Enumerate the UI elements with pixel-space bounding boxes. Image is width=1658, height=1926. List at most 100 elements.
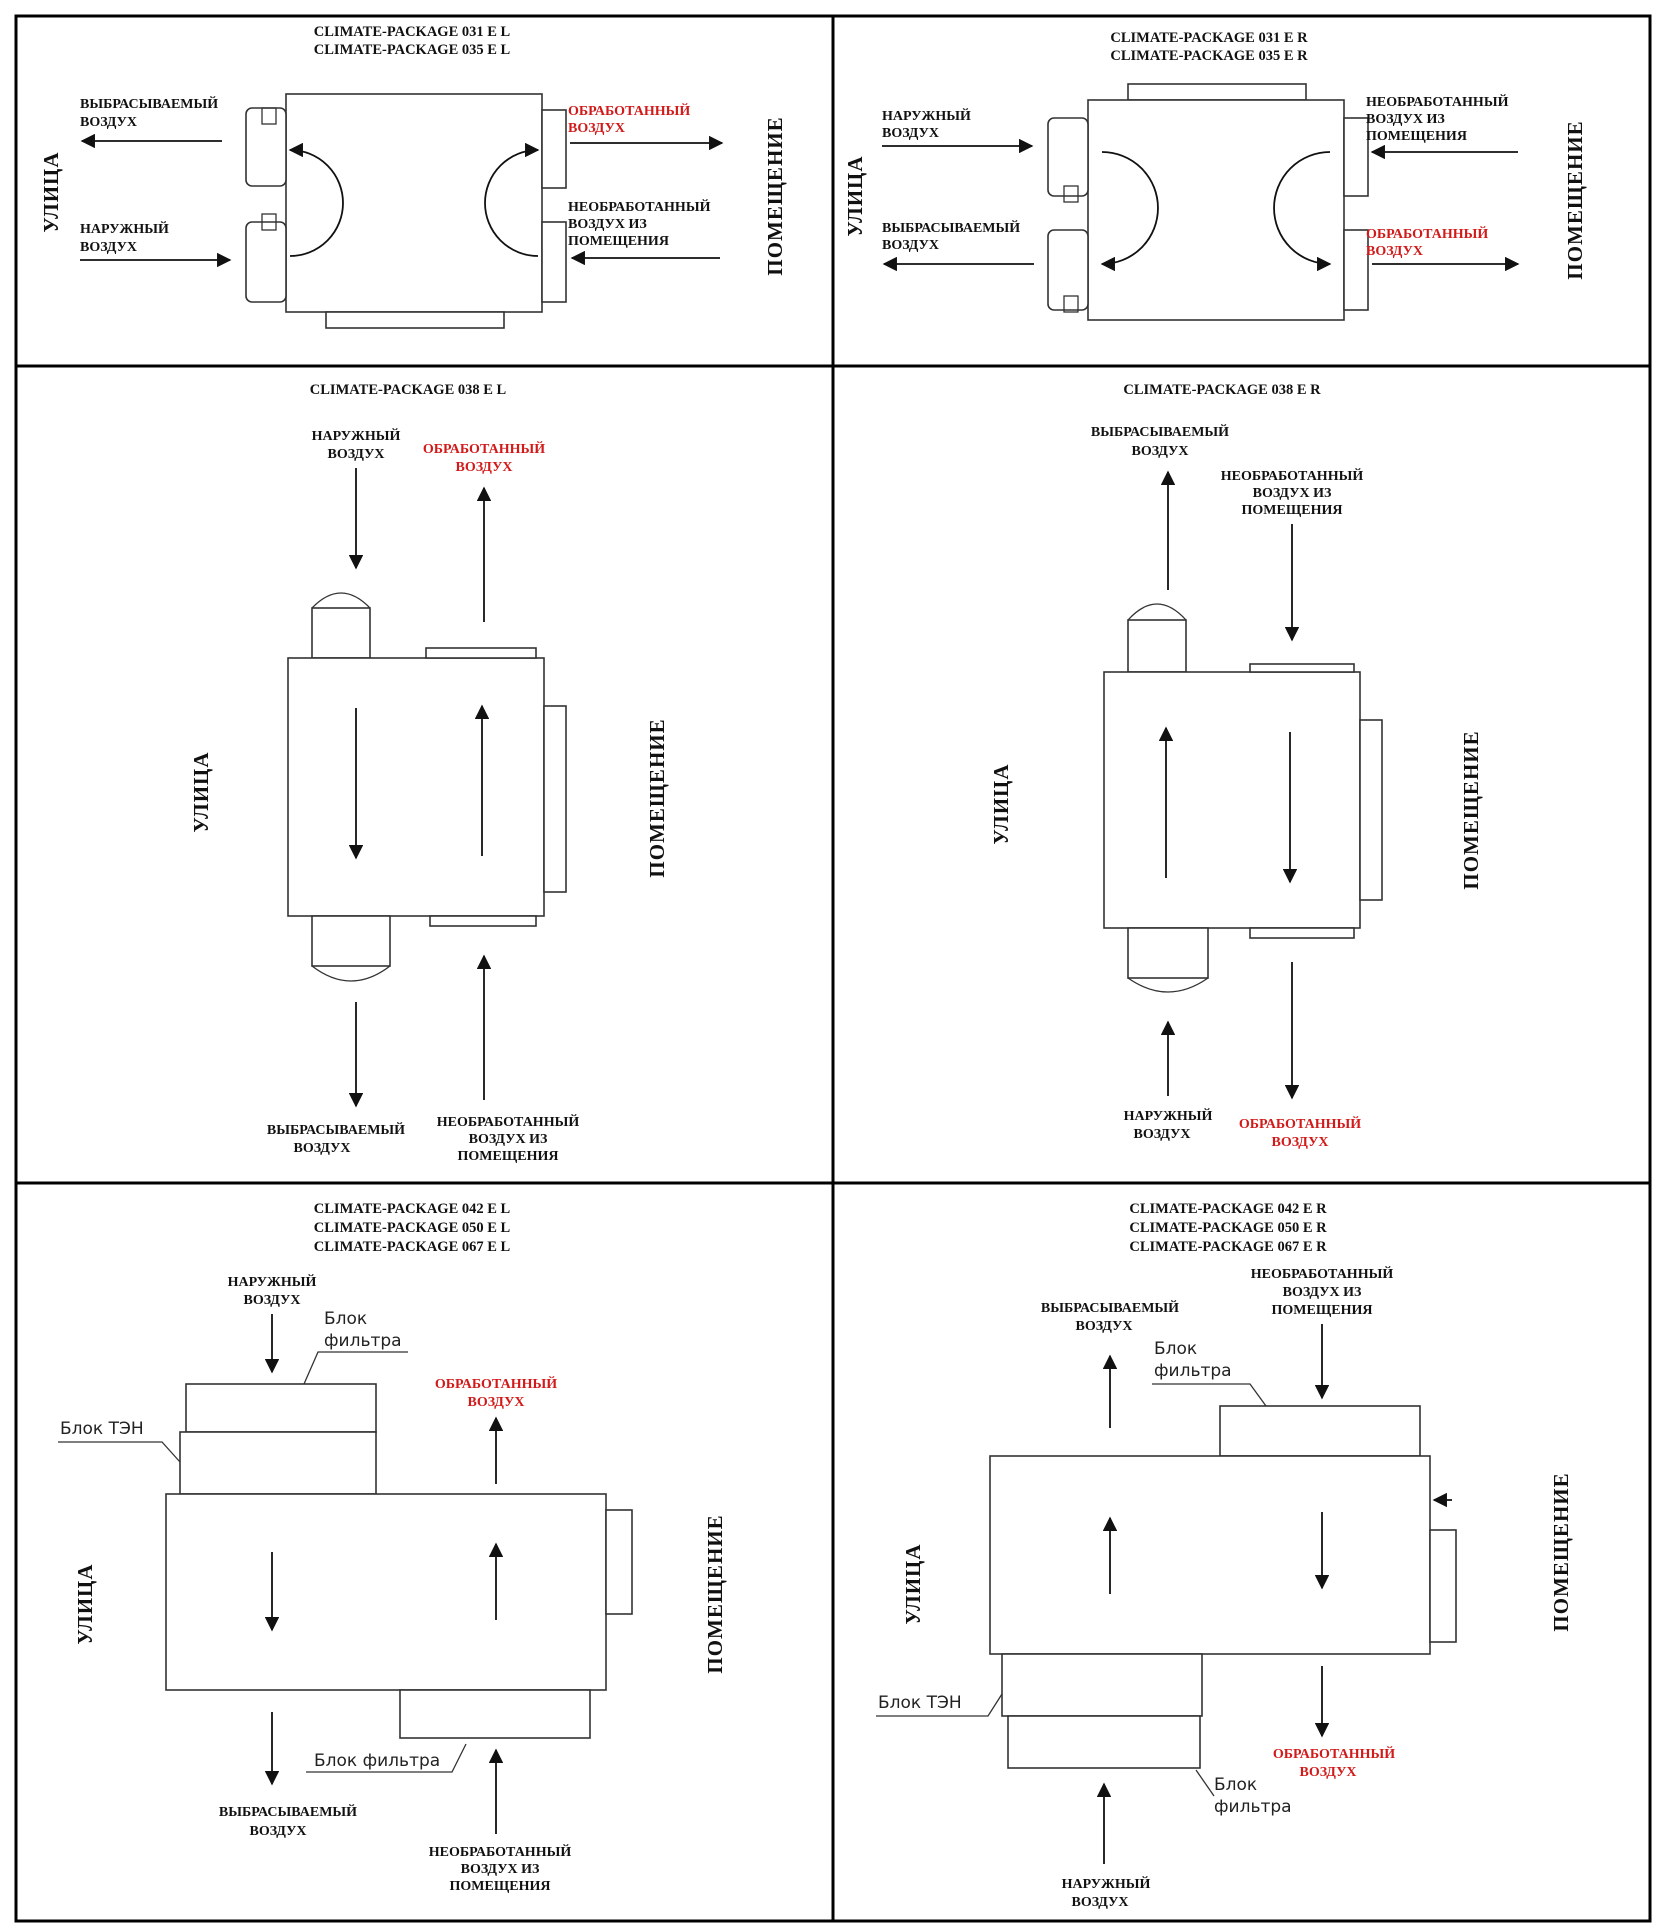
label-exhaust: ВЫБРАСЫВАЕМЫЙ [80,95,218,112]
panel-title: CLIMATE-PACKAGE 035 E R [1110,48,1308,64]
label-treated: ВОЗДУХ [568,121,625,136]
side-room: ПОМЕЩЕНИЕ [763,116,787,275]
label-untreated: ВОЗДУХ ИЗ [1366,112,1445,127]
note-filter-top: Блок [324,1309,367,1329]
note-filter-top: Блок [1154,1339,1197,1359]
unit-drawing [1047,83,1369,321]
label-outdoor: НАРУЖНЫЙ [1124,1107,1213,1124]
label-outdoor: ВОЗДУХ [80,240,137,255]
panel-title: CLIMATE-PACKAGE 035 E L [314,42,511,58]
label-exhaust: ВОЗДУХ [1132,444,1189,459]
label-exhaust: ВЫБРАСЫВАЕМЫЙ [1041,1299,1179,1316]
panel-title: CLIMATE-PACKAGE 050 E R [1129,1220,1327,1236]
leader-filter-bottom [306,1743,467,1773]
panel-042-050-067-el: CLIMATE-PACKAGE 042 E L CLIMATE-PACKAGE … [58,1201,727,1894]
label-untreated: ВОЗДУХ ИЗ [1253,486,1332,501]
label-untreated: ВОЗДУХ ИЗ [469,1132,548,1147]
label-untreated: ПОМЕЩЕНИЯ [1272,1303,1373,1318]
panel-title: CLIMATE-PACKAGE 067 E L [314,1239,511,1255]
leader-heater [876,1693,1003,1717]
label-untreated: НЕОБРАБОТАННЫЙ [568,198,711,215]
note-filter-top: фильтра [324,1331,402,1351]
label-outdoor: НАРУЖНЫЙ [882,107,971,124]
note-filter-bottom: фильтра [1214,1797,1292,1817]
label-outdoor: НАРУЖНЫЙ [228,1273,317,1290]
unit-drawing [287,592,567,982]
label-outdoor: ВОЗДУХ [244,1293,301,1308]
label-treated: ОБРАБОТАННЫЙ [435,1375,557,1392]
unit-drawing [989,1405,1457,1769]
panel-title: CLIMATE-PACKAGE 050 E L [314,1220,511,1236]
label-treated: ВОЗДУХ [1366,244,1423,259]
label-treated: ОБРАБОТАННЫЙ [1239,1115,1361,1132]
panel-title: CLIMATE-PACKAGE 038 E R [1123,382,1321,398]
label-treated: ВОЗДУХ [456,460,513,475]
panel-038-er: CLIMATE-PACKAGE 038 E R ВЫБРАСЫВАЕМЫЙ ВО… [989,382,1483,1150]
side-room: ПОМЕЩЕНИЕ [1563,120,1587,279]
label-treated: ОБРАБОТАННЫЙ [423,440,545,457]
leader-filter-top [303,1351,408,1385]
side-room: ПОМЕЩЕНИЕ [703,1514,727,1673]
label-exhaust: ВОЗДУХ [80,115,137,130]
label-exhaust: ВОЗДУХ [882,238,939,253]
panel-title: CLIMATE-PACKAGE 038 E L [310,382,507,398]
label-untreated: НЕОБРАБОТАННЫЙ [437,1113,580,1130]
side-street: УЛИЦА [73,1563,97,1644]
label-untreated: ВОЗДУХ ИЗ [461,1862,540,1877]
side-room: ПОМЕЩЕНИЕ [1549,1472,1573,1631]
label-exhaust: ВОЗДУХ [1076,1319,1133,1334]
label-treated: ВОЗДУХ [1300,1765,1357,1780]
label-treated: ВОЗДУХ [468,1395,525,1410]
label-outdoor: ВОЗДУХ [1134,1127,1191,1142]
note-heater: Блок ТЭН [60,1419,144,1439]
label-untreated: НЕОБРАБОТАННЫЙ [1221,467,1364,484]
side-street: УЛИЦА [901,1543,925,1624]
side-room: ПОМЕЩЕНИЕ [645,718,669,877]
panel-031-035-el: CLIMATE-PACKAGE 031 E L CLIMATE-PACKAGE … [39,24,787,329]
side-street: УЛИЦА [989,763,1013,844]
label-untreated: ПОМЕЩЕНИЯ [1366,129,1467,144]
label-exhaust: ВЫБРАСЫВАЕМЫЙ [882,219,1020,236]
label-exhaust: ВОЗДУХ [250,1824,307,1839]
label-outdoor: ВОЗДУХ [882,126,939,141]
side-street: УЛИЦА [843,155,867,236]
side-street: УЛИЦА [189,751,213,832]
note-heater: Блок ТЭН [878,1693,962,1713]
panel-038-el: CLIMATE-PACKAGE 038 E L НАРУЖНЫЙ ВОЗДУХ … [189,382,669,1164]
note-filter-bottom: Блок фильтра [314,1751,440,1771]
panel-title: CLIMATE-PACKAGE 067 E R [1129,1239,1327,1255]
panel-031-035-er: CLIMATE-PACKAGE 031 E R CLIMATE-PACKAGE … [843,30,1587,321]
label-untreated: ВОЗДУХ ИЗ [568,217,647,232]
unit-drawing [1103,603,1383,993]
panel-title: CLIMATE-PACKAGE 042 E R [1129,1201,1327,1217]
label-outdoor: НАРУЖНЫЙ [312,427,401,444]
panel-title: CLIMATE-PACKAGE 031 E L [314,24,511,40]
note-filter-top: фильтра [1154,1361,1232,1381]
label-treated: ОБРАБОТАННЫЙ [1273,1745,1395,1762]
label-exhaust: ВЫБРАСЫВАЕМЫЙ [1091,423,1229,440]
label-untreated: НЕОБРАБОТАННЫЙ [1251,1265,1394,1282]
leader-filter-bottom [1195,1769,1215,1797]
unit-drawing [165,1383,633,1739]
label-treated: ОБРАБОТАННЫЙ [568,102,690,119]
label-treated: ОБРАБОТАННЫЙ [1366,225,1488,242]
leader-heater [58,1441,181,1463]
label-untreated: ПОМЕЩЕНИЯ [450,1879,551,1894]
leader-filter-top [1152,1383,1267,1407]
label-untreated: НЕОБРАБОТАННЫЙ [1366,93,1509,110]
label-treated: ВОЗДУХ [1272,1135,1329,1150]
label-untreated: ВОЗДУХ ИЗ [1283,1285,1362,1300]
label-untreated: НЕОБРАБОТАННЫЙ [429,1843,572,1860]
panel-title: CLIMATE-PACKAGE 042 E L [314,1201,511,1217]
label-exhaust: ВОЗДУХ [294,1141,351,1156]
label-exhaust: ВЫБРАСЫВАЕМЫЙ [219,1803,357,1820]
unit-drawing [245,93,567,329]
note-filter-bottom: Блок [1214,1775,1257,1795]
label-outdoor: ВОЗДУХ [1072,1895,1129,1910]
label-untreated: ПОМЕЩЕНИЯ [458,1149,559,1164]
label-outdoor: ВОЗДУХ [328,447,385,462]
panel-042-050-067-er: CLIMATE-PACKAGE 042 E R CLIMATE-PACKAGE … [876,1201,1573,1910]
label-untreated: ПОМЕЩЕНИЯ [1242,503,1343,518]
panel-grid [14,14,1652,1923]
